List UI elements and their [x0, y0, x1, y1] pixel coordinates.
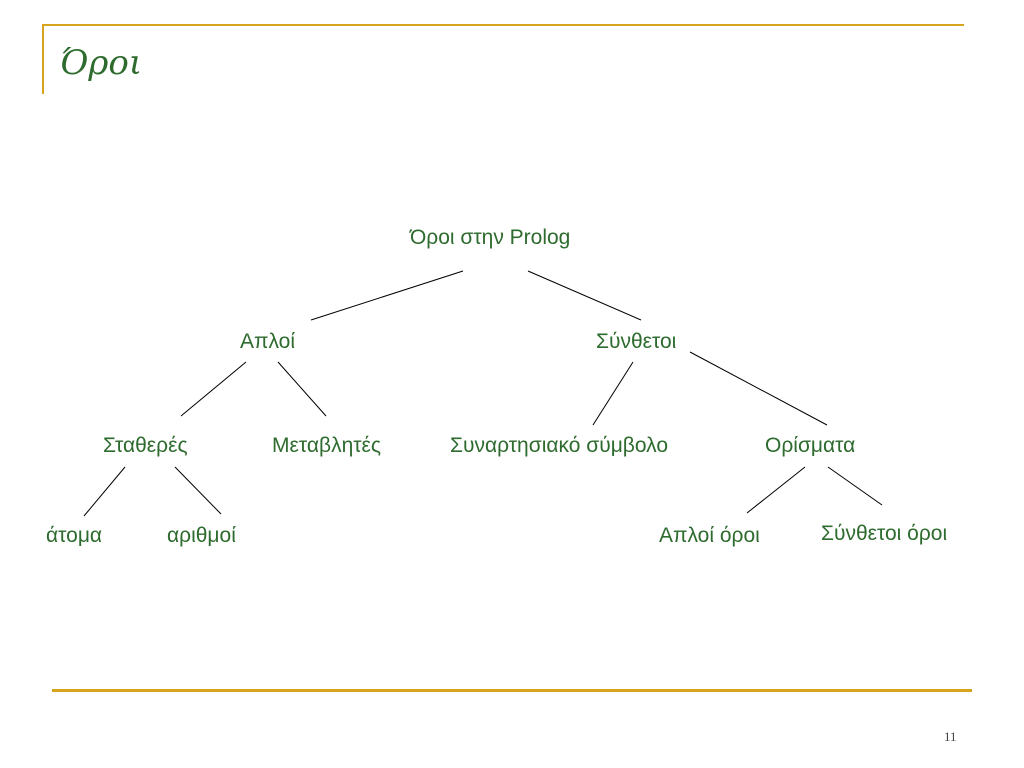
node-numbers: αριθμοί	[167, 524, 236, 547]
edge-root-simple	[310, 270, 464, 321]
bottom-divider	[52, 689, 972, 692]
node-compound-terms: Σύνθετοι όροι	[821, 522, 948, 545]
edge-simple-constants	[180, 361, 247, 417]
edge-constants-numbers	[174, 466, 222, 515]
node-functor: Συναρτησιακό σύμβολο	[450, 434, 669, 457]
slide-title: Όροι	[60, 43, 143, 83]
edge-constants-atoms	[83, 466, 126, 517]
edge-compound-functor	[592, 361, 634, 426]
node-compound: Σύνθετοι	[596, 330, 677, 353]
edge-compound-arguments	[689, 351, 828, 426]
title-accent-bar	[42, 24, 44, 94]
node-simple-terms: Απλοί όροι	[659, 524, 760, 547]
node-variables: Μεταβλητές	[272, 434, 382, 457]
edge-root-compound	[527, 270, 642, 321]
node-simple: Απλοί	[240, 330, 296, 353]
node-atoms: άτομα	[46, 524, 103, 547]
page-number: 11	[944, 729, 957, 744]
node-arguments: Ορίσματα	[765, 434, 856, 457]
node-root: Όροι στην Prolog	[410, 226, 571, 249]
top-divider	[42, 24, 964, 26]
edge-arguments-compound-terms	[827, 466, 883, 506]
edge-simple-variables	[277, 361, 327, 417]
edge-arguments-simple-terms	[746, 466, 806, 514]
node-constants: Σταθερές	[103, 434, 188, 457]
